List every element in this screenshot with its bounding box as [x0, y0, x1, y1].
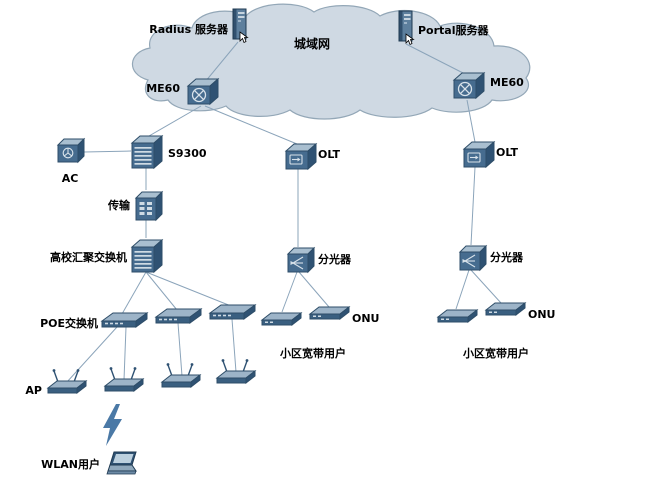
s9300-label: S9300 — [168, 147, 207, 160]
splitter-right-icon — [459, 245, 487, 271]
olt-right-icon — [463, 141, 495, 168]
link-poe1-ap2 — [123, 326, 127, 381]
lightning-bolt-icon — [103, 404, 122, 446]
link-splitter-right-onu2 — [470, 269, 502, 304]
wlan-user-laptop-icon — [106, 451, 137, 475]
splitter-right-label: 分光器 — [490, 250, 524, 264]
metro-network-cloud — [131, 3, 531, 120]
s9300-switch-icon — [131, 135, 163, 169]
link-agg-poe2 — [145, 271, 178, 311]
me60-left-label: ME60 — [146, 82, 180, 95]
me60-right-icon — [453, 72, 485, 99]
link-radius-me60-left — [204, 41, 239, 83]
onu-middle-icon-2 — [309, 306, 350, 320]
broadband-users-middle-label: 小区宽带用户 — [279, 346, 346, 360]
olt-right-label: OLT — [496, 146, 519, 159]
onu-middle-icon-1 — [261, 312, 302, 326]
ap-icon-4 — [216, 358, 256, 384]
onu-right-icon-1 — [437, 309, 478, 323]
link-poe3-ap4 — [231, 318, 237, 373]
link-me60-left-olt-middle — [204, 105, 298, 145]
link-ac-s9300 — [83, 150, 132, 153]
transmission-icon — [135, 191, 163, 221]
radius-server-icon — [232, 8, 248, 43]
poe-switch-label: POE交换机 — [40, 316, 98, 330]
ap-label: AP — [25, 384, 42, 397]
wlan-user-label: WLAN用户 — [41, 457, 100, 471]
metro-network-label: 城域网 — [294, 36, 330, 51]
link-me60-left-s9300 — [148, 105, 202, 137]
splitter-middle-icon — [287, 247, 315, 273]
onu-middle-label: ONU — [352, 312, 380, 325]
link-poe1-ap1 — [66, 326, 118, 383]
portal-server-label: Portal服务器 — [418, 23, 489, 37]
link-olt-right-splitter — [470, 166, 476, 246]
radius-server-label: Radius 服务器 — [149, 22, 229, 36]
ac-label: AC — [62, 172, 79, 185]
portal-server-icon — [398, 10, 414, 45]
broadband-users-right-label: 小区宽带用户 — [462, 346, 529, 360]
me60-right-label: ME60 — [490, 76, 524, 89]
olt-middle-icon — [285, 143, 317, 170]
link-poe2-ap3 — [177, 322, 183, 377]
poe-switch-icon-3 — [209, 304, 256, 320]
poe-switch-icon-2 — [155, 308, 202, 324]
transmission-label: 传输 — [107, 198, 131, 212]
connection-lines — [66, 41, 502, 383]
onu-right-label: ONU — [528, 308, 556, 321]
ac-icon — [57, 138, 85, 163]
link-splitter-middle-onu2 — [298, 271, 330, 308]
ap-icon-1 — [47, 368, 87, 394]
campus-agg-switch-icon — [131, 239, 163, 273]
link-me60-right-olt-right — [466, 99, 476, 143]
olt-middle-label: OLT — [318, 148, 341, 161]
campus-agg-switch-label: 高校汇聚交换机 — [50, 250, 127, 264]
link-splitter-middle-onu1 — [281, 271, 298, 313]
poe-switch-icon-1 — [101, 312, 148, 328]
me60-left-icon — [187, 78, 219, 105]
link-splitter-right-onu1 — [455, 269, 470, 310]
link-agg-poe3 — [145, 271, 232, 307]
link-portal-me60-right — [405, 43, 466, 75]
link-agg-poe1 — [121, 271, 147, 315]
splitter-middle-label: 分光器 — [318, 252, 352, 266]
onu-right-icon-2 — [485, 302, 526, 316]
